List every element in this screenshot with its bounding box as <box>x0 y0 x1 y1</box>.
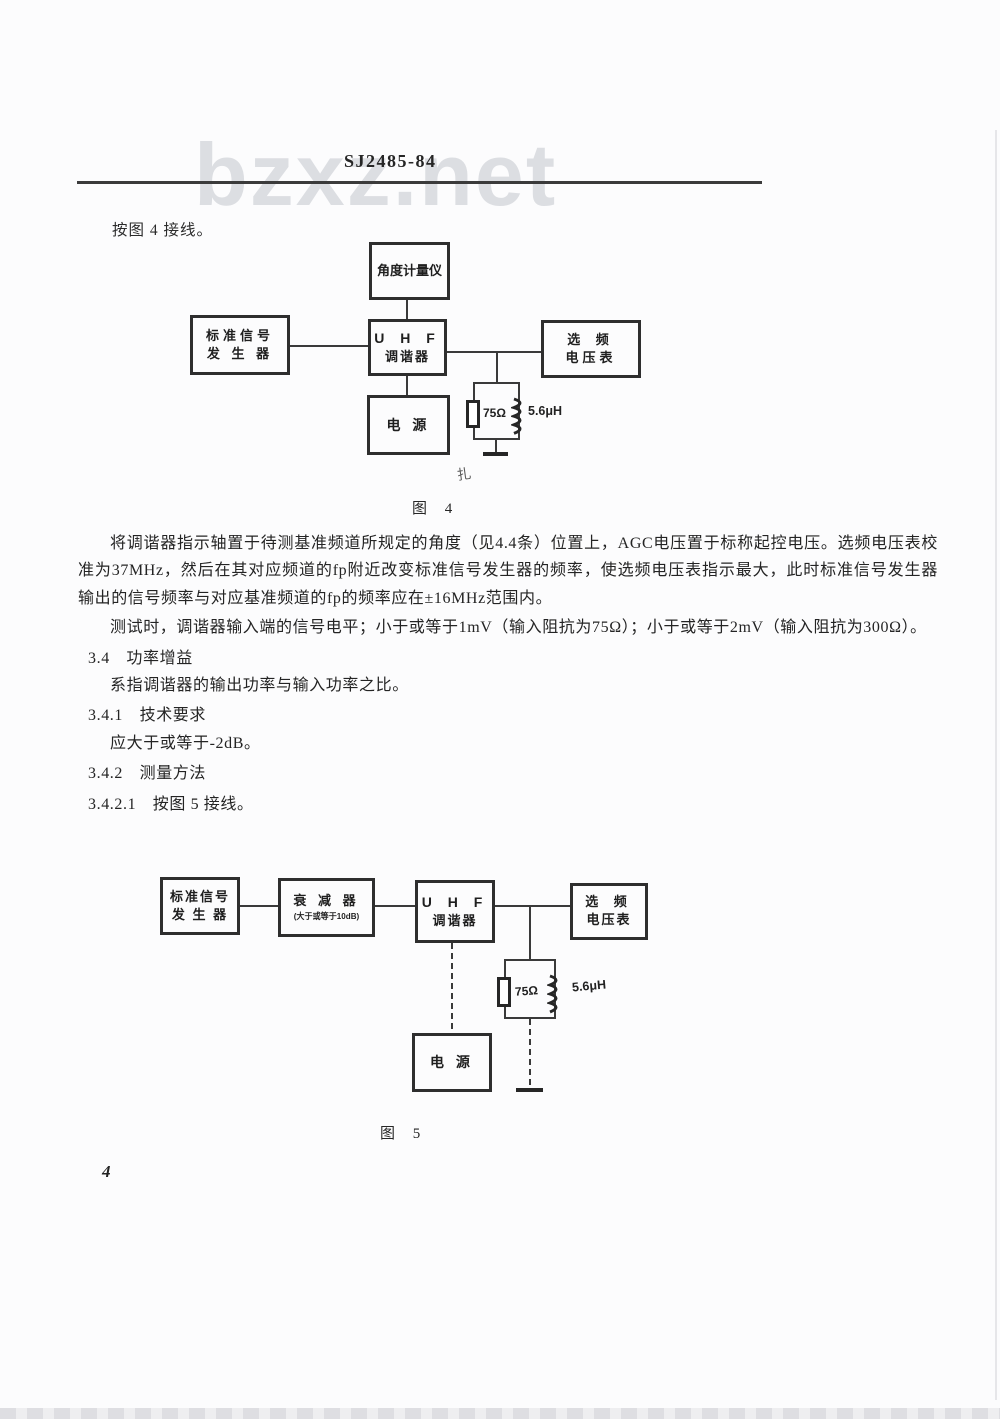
watermark-text: bzxz.net <box>194 125 558 224</box>
fig5-wire-branch-to-load <box>529 907 531 959</box>
heading-3-4-2-1: 3.4.2.1 按图 5 接线。 <box>88 795 254 813</box>
fig5-wire-generator-to-attenuator <box>240 905 278 907</box>
fig5-voltmeter-box: 选 频 电压表 <box>570 883 648 940</box>
fig5-voltmeter-label-line1: 选 频 <box>585 894 633 910</box>
fig5-uhf-tuner-box: U H F 调谐器 <box>415 880 495 943</box>
fig4-uhf-tuner-box: U H F 调谐器 <box>368 319 447 376</box>
fig5-inductor-icon <box>547 974 558 1014</box>
fig5-tuner-label-line2: 调谐器 <box>432 912 478 928</box>
figure5-caption: 图 5 <box>380 1126 428 1142</box>
fig5-attenuator-label-line1: 衰 减 器 <box>293 892 360 908</box>
paragraph-test-levels: 测试时，调谐器输入端的信号电平；小于或等于1mV（输入阻抗为75Ω）；小于或等于… <box>110 619 927 637</box>
fig4-angle-meter-box: 角度计量仪 <box>369 242 450 300</box>
fig5-signal-generator-box: 标准信号 发 生 器 <box>160 877 240 935</box>
intro-sentence: 按图 4 接线。 <box>112 222 214 239</box>
body-text: 将调谐器指示轴置于待测基准频道所规定的角度（见4.4条）位置上，AGC电压置于标… <box>78 530 938 818</box>
page-number: 4 <box>102 1162 111 1181</box>
fig4-wire-branch-to-load <box>496 352 498 382</box>
fig5-wire-tuner-to-power <box>451 943 453 1033</box>
fig5-wire-attenuator-to-tuner <box>375 905 415 907</box>
fig4-generator-label-line1: 标准信号 <box>205 327 274 343</box>
fig4-voltmeter-label-line2: 电压表 <box>565 349 617 365</box>
paragraph-measure-procedure: 将调谐器指示轴置于待测基准频道所规定的角度（见4.4条）位置上，AGC电压置于标… <box>78 535 938 607</box>
fig5-generator-label-line1: 标准信号 <box>169 888 230 904</box>
fig5-power-label: 电 源 <box>430 1054 474 1071</box>
heading-3-4-1: 3.4.1 技术要求 <box>88 707 207 725</box>
heading-3-4-2: 3.4.2 测量方法 <box>88 765 207 783</box>
fig4-tuner-label-line2: 调谐器 <box>384 348 430 364</box>
fig4-voltmeter-label-line1: 选 频 <box>567 331 615 347</box>
fig4-wire-generator-to-tuner <box>290 345 368 347</box>
fig5-tuner-label-line1: U H F <box>421 894 489 911</box>
paragraph-3-4-definition: 系指调谐器的输出功率与输入功率之比。 <box>110 677 409 695</box>
fig5-ground-stem <box>529 1019 531 1088</box>
fig5-resistor-label: 75Ω <box>514 983 539 999</box>
heading-3-4: 3.4 功率增益 <box>88 649 193 667</box>
fig4-wire-tuner-to-power <box>406 376 408 395</box>
fig5-attenuator-box: 衰 减 器 (大于或等于10dB) <box>278 878 375 937</box>
fig4-stray-mark: 扎 <box>456 467 473 484</box>
fig4-wire-tuner-to-voltmeter <box>447 351 541 353</box>
fig5-generator-label-line2: 发 生 器 <box>171 906 229 922</box>
fig5-wire-tuner-to-voltmeter <box>495 905 570 907</box>
fig4-inductor-label: 5.6μH <box>528 404 563 418</box>
fig4-tuner-label-line1: U H F <box>374 330 441 347</box>
fig4-ground-icon <box>483 452 508 456</box>
fig4-resistor-label: 75Ω <box>483 406 506 420</box>
fig5-voltmeter-label-line2: 电压表 <box>586 912 632 927</box>
header-rule <box>77 181 762 184</box>
fig4-voltmeter-box: 选 频 电压表 <box>541 320 641 378</box>
fig4-angle-meter-label: 角度计量仪 <box>376 262 442 278</box>
fig4-power-label: 电 源 <box>386 416 431 433</box>
fig4-inductor-icon <box>511 397 522 435</box>
fig5-attenuator-label-line2: (大于或等于10dB) <box>293 910 360 921</box>
fig5-resistor-icon <box>497 977 511 1007</box>
fig4-signal-generator-box: 标准信号 发 生 器 <box>190 315 290 375</box>
paragraph-3-4-1-requirement: 应大于或等于-2dB。 <box>110 734 261 752</box>
fig4-generator-label-line2: 发 生 器 <box>206 345 274 361</box>
fig4-power-box: 电 源 <box>367 395 450 455</box>
figure4-caption: 图 4 <box>412 501 460 517</box>
fig4-ground-stem <box>495 440 497 453</box>
standard-number: SJ2485-84 <box>344 151 437 171</box>
fig5-power-box: 电 源 <box>412 1033 492 1092</box>
fig4-wire-angle-to-tuner <box>406 300 408 319</box>
fig5-inductor-label: 5.6μH <box>571 977 607 995</box>
fig4-resistor-icon <box>466 400 480 428</box>
fig5-ground-icon <box>516 1088 543 1092</box>
scan-edge-line <box>995 130 997 1400</box>
scan-bottom-band <box>0 1408 1000 1419</box>
